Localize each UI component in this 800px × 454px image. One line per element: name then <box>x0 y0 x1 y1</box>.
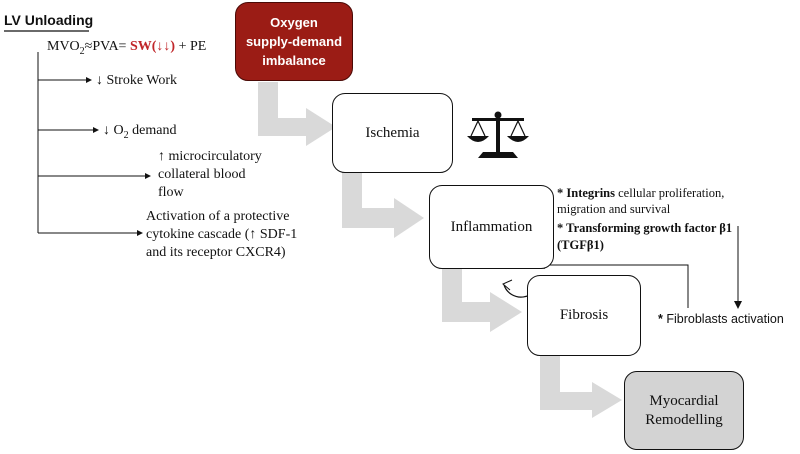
microcirculatory-line-2: collateral blood <box>158 167 246 182</box>
flow-arrow-inflammation-fibrosis <box>442 268 522 332</box>
integrins-term: Integrins <box>566 186 615 200</box>
myo-line-1: Myocardial <box>649 392 719 409</box>
scale-balance-icon <box>467 111 529 158</box>
inflammation-box: Inflammation <box>429 185 554 269</box>
o2-demand-post: demand <box>128 123 177 138</box>
o2-demand-pre: ↓ O <box>103 123 124 138</box>
integrins-note: * Integrins cellular proliferation, migr… <box>557 185 724 217</box>
inflammation-label: Inflammation <box>450 218 533 235</box>
fibroblasts-note: * Fibroblasts activation <box>658 311 784 328</box>
lv-unloading-title: LV Unloading <box>4 12 94 28</box>
oxygen-line-3: imbalance <box>262 53 326 68</box>
stroke-work-label: ↓ Stroke Work <box>96 73 178 88</box>
myocardial-remodelling-box: Myocardial Remodelling <box>624 371 744 450</box>
oxygen-line-2: supply-demand <box>245 34 343 49</box>
oxygen-imbalance-box: Oxygen supply-demand imbalance <box>235 2 353 81</box>
mvo2-formula: MVO2≈PVA= SW(↓↓) + PE <box>47 38 206 60</box>
integrins-line-2: migration and survival <box>557 202 671 216</box>
tgf-star: * <box>557 221 564 235</box>
formula-approx: ≈PVA= <box>84 39 130 54</box>
tgf-note: * Transforming growth factor β1 (TGFβ1) <box>557 220 732 254</box>
cytokine-line-3: and its receptor CXCR4) <box>146 245 286 260</box>
cytokine-label: Activation of a protective cytokine casc… <box>146 208 297 262</box>
integrins-star: * <box>557 186 564 200</box>
microcirculatory-label: ↑ microcirculatory collateral blood flow <box>158 148 262 202</box>
integrins-desc: cellular proliferation, <box>615 186 725 200</box>
formula-stroke-work: SW(↓↓) <box>129 39 176 54</box>
microcirculatory-line-1: ↑ microcirculatory <box>158 149 262 164</box>
integrins-line-1: * Integrins cellular proliferation, <box>557 185 724 201</box>
tgf-line-2: (TGFβ1) <box>557 238 604 252</box>
flow-arrow-oxygen-ischemia <box>258 82 336 146</box>
microcirculatory-line-3: flow <box>158 185 184 200</box>
fibroblasts-star: * <box>658 312 663 326</box>
fibrosis-box: Fibrosis <box>527 275 641 356</box>
ischemia-label: Ischemia <box>365 124 420 141</box>
ischemia-box: Ischemia <box>332 93 453 173</box>
fibroblasts-label: Fibroblasts activation <box>666 312 784 326</box>
tgf-line-1: * Transforming growth factor β1 <box>557 220 732 237</box>
formula-rest: + PE <box>175 39 207 54</box>
formula-lhs-sub: 2 <box>79 45 85 57</box>
cytokine-line-2: cytokine cascade (↑ SDF-1 <box>146 227 298 242</box>
oxygen-line-1: Oxygen <box>270 15 318 30</box>
flow-arrow-fibrosis-remodelling <box>540 356 622 418</box>
cytokine-line-1: Activation of a protective <box>146 209 290 224</box>
o2-demand-label: ↓ O2 demand <box>103 122 176 144</box>
flow-arrow-ischemia-inflammation <box>342 172 424 238</box>
myo-line-2: Remodelling <box>645 411 723 428</box>
o2-demand-sub: 2 <box>123 129 129 141</box>
formula-lhs: MVO <box>47 39 80 54</box>
tgf-term: Transforming growth factor β1 <box>566 221 733 235</box>
connector-fibroblasts-to-cycle <box>537 261 689 308</box>
fibrosis-label: Fibrosis <box>559 307 609 323</box>
